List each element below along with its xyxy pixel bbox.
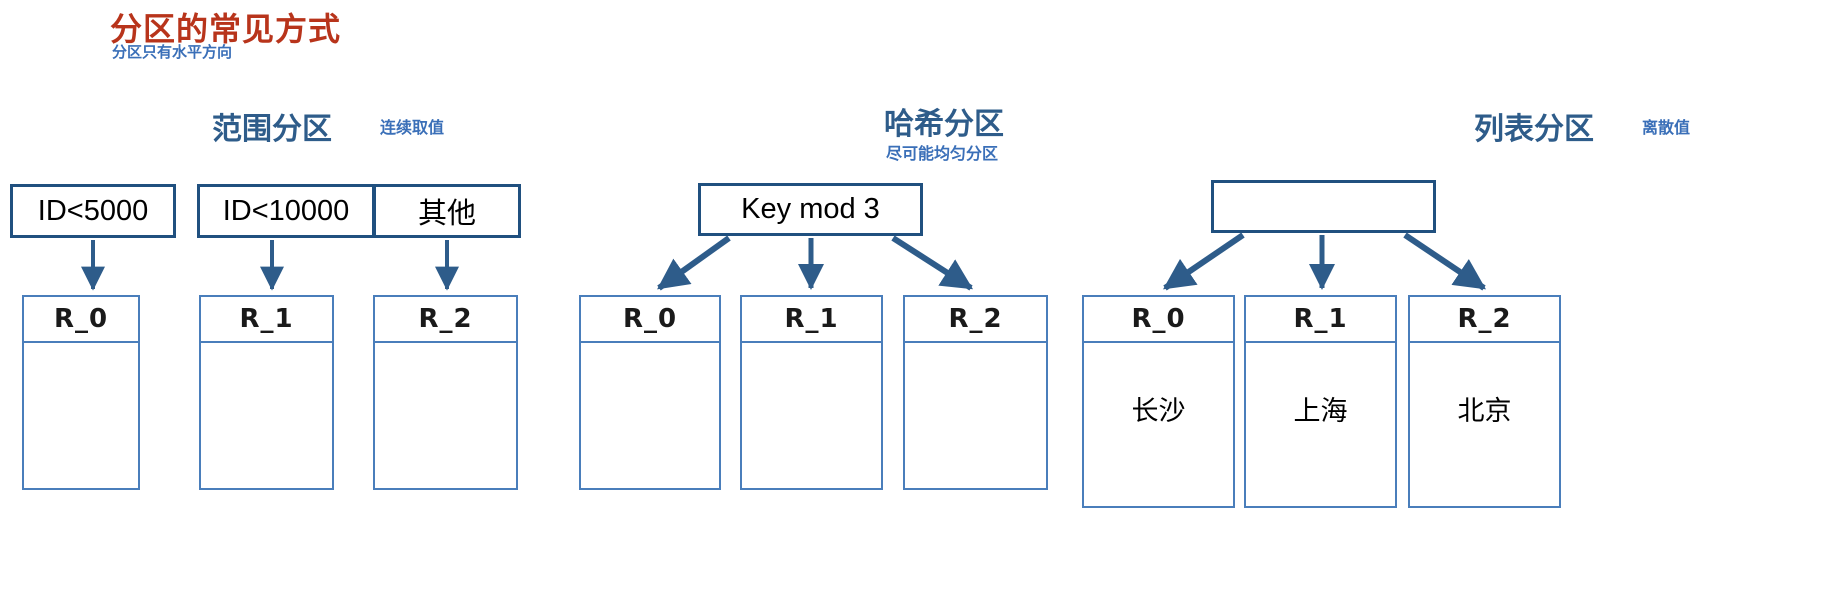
list-partition-table-1[interactable]: R_1 上海	[1244, 295, 1397, 508]
range-condition-box-0[interactable]: ID<5000	[10, 184, 176, 238]
list-table-header-2: R_2	[1410, 297, 1559, 343]
list-table-header-1: R_1	[1246, 297, 1395, 343]
list-arrow-2	[1403, 232, 1486, 291]
page-title: 分区的常见方式	[110, 11, 342, 47]
list-partition-table-0[interactable]: R_0 长沙	[1082, 295, 1235, 508]
list-partition-table-2[interactable]: R_2 北京	[1408, 295, 1561, 508]
range-table-body-2	[375, 343, 516, 488]
range-table-header-0: R_0	[24, 297, 138, 343]
hash-table-body-0	[581, 343, 719, 488]
section-title-list: 列表分区	[1474, 113, 1594, 146]
list-table-body-0: 长沙	[1131, 396, 1186, 426]
section-title-range: 范围分区	[212, 113, 332, 146]
hash-table-header-0: R_0	[581, 297, 719, 343]
range-condition-box-2[interactable]: 其他	[373, 184, 521, 238]
list-condition-box-0[interactable]	[1211, 180, 1436, 233]
list-table-header-0: R_0	[1084, 297, 1233, 343]
hash-arrow-2	[891, 235, 974, 291]
section-title-hash: 哈希分区	[884, 108, 1004, 141]
range-table-body-0	[24, 343, 138, 488]
hash-partition-table-0[interactable]: R_0	[579, 295, 721, 490]
range-partition-table-0[interactable]: R_0	[22, 295, 140, 490]
list-table-body-2: 北京	[1457, 396, 1512, 426]
hash-condition-box-0[interactable]: Key mod 3	[698, 183, 923, 236]
section-note-list: 离散值	[1642, 120, 1691, 137]
hash-table-header-2: R_2	[905, 297, 1046, 343]
hash-table-header-1: R_1	[742, 297, 881, 343]
section-note-range: 连续取值	[380, 120, 445, 137]
hash-arrow-0	[657, 235, 731, 291]
range-partition-table-1[interactable]: R_1	[199, 295, 334, 490]
hash-table-body-2	[905, 343, 1046, 488]
range-table-header-1: R_1	[201, 297, 332, 343]
range-table-header-2: R_2	[375, 297, 516, 343]
list-table-body-1: 上海	[1293, 396, 1348, 426]
section-note-hash: 尽可能均匀分区	[886, 146, 999, 163]
range-partition-table-2[interactable]: R_2	[373, 295, 518, 490]
hash-partition-table-1[interactable]: R_1	[740, 295, 883, 490]
page-subtitle: 分区只有水平方向	[112, 44, 233, 61]
list-arrow-0	[1163, 232, 1245, 291]
hash-partition-table-2[interactable]: R_2	[903, 295, 1048, 490]
range-table-body-1	[201, 343, 332, 488]
range-condition-box-1[interactable]: ID<10000	[197, 184, 375, 238]
hash-table-body-1	[742, 343, 881, 488]
